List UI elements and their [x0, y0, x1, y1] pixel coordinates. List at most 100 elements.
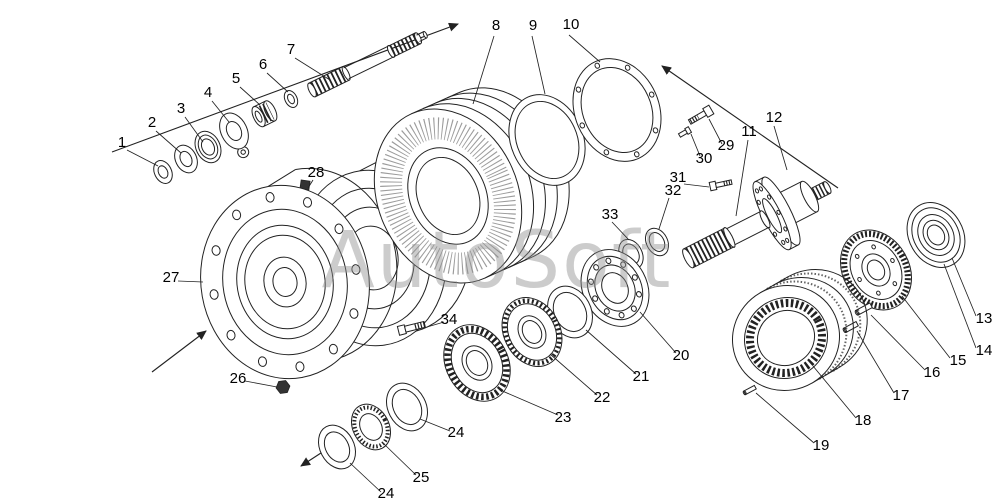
- callout-26: 26: [230, 370, 247, 387]
- callout-21: 21: [633, 368, 650, 385]
- leader-29: [708, 118, 723, 145]
- part-5-splined-bushing: [251, 100, 278, 128]
- callout-19: 19: [813, 437, 830, 454]
- callout-32: 32: [665, 182, 682, 199]
- callout-1: 1: [118, 134, 126, 151]
- callout-11: 11: [741, 123, 757, 140]
- leader-16: [870, 314, 926, 371]
- leader-26: [244, 380, 278, 388]
- leader-19: [755, 392, 815, 444]
- callout-29: 29: [718, 137, 735, 154]
- leader-32: [658, 197, 670, 230]
- leader-28: [307, 179, 314, 189]
- callout-9: 9: [529, 17, 537, 34]
- part-1-washer: [153, 160, 173, 184]
- leader-8: [472, 35, 495, 105]
- callout-34: 34: [441, 311, 458, 328]
- leader-14: [943, 263, 977, 349]
- leader-2: [155, 130, 182, 154]
- callout-labels: 1 2 3 4 5 6 7 8 9 10 11 12 13 14 15 16 1…: [118, 16, 993, 502]
- part-6-ring: [283, 89, 299, 109]
- part-16-pin: [854, 302, 873, 316]
- callout-13: 13: [976, 310, 993, 327]
- callout-8: 8: [492, 17, 500, 34]
- part-25-lock-washer: [351, 403, 391, 451]
- part-24-washer-upper: [386, 382, 428, 432]
- part-27-hub-housing: [200, 167, 398, 380]
- part-18-ring-gear-drum: [731, 269, 868, 392]
- leader-7: [294, 57, 331, 81]
- callout-12: 12: [766, 109, 783, 126]
- leader-10: [568, 34, 601, 63]
- part-10-gasket: [572, 58, 662, 162]
- callout-10: 10: [563, 16, 580, 33]
- part-23-roller-bearing: [443, 324, 511, 402]
- part-13-14-bearing-rings: [906, 202, 966, 268]
- leader-11: [735, 139, 749, 217]
- part-8-brake-drum: [373, 87, 570, 284]
- leader-17: [856, 330, 895, 394]
- leader-6: [266, 72, 289, 93]
- callout-31: 31: [670, 169, 687, 186]
- callout-23: 23: [555, 409, 572, 426]
- leader-9: [531, 35, 546, 95]
- leader-34: [426, 321, 445, 328]
- part-15-toothed-disc: [840, 229, 912, 311]
- callout-14: 14: [976, 342, 993, 359]
- leader-5: [239, 86, 261, 106]
- part-3-seal: [194, 130, 222, 164]
- leader-30: [690, 133, 701, 157]
- part-11-splined-shaft: [682, 210, 771, 269]
- part-7-splined-shaft: [307, 31, 428, 98]
- part-32-snap-ring: [644, 227, 670, 257]
- callout-25: 25: [413, 469, 430, 486]
- leader-23: [499, 389, 559, 416]
- part-29-bolt: [687, 104, 715, 125]
- callout-30: 30: [696, 150, 713, 167]
- callout-27: 27: [163, 269, 180, 286]
- part-4-retainer-plate: [219, 112, 250, 159]
- callout-16: 16: [924, 364, 941, 381]
- leader-13: [951, 257, 977, 317]
- part-22-bearing: [501, 297, 563, 367]
- leader-lines: [126, 34, 977, 493]
- callout-2: 2: [148, 114, 156, 131]
- part-26-nut: [275, 380, 291, 394]
- part-9-gasket: [508, 94, 586, 186]
- callout-24-upper: 24: [448, 424, 465, 441]
- arrow-top-right: [661, 65, 839, 189]
- leader-33: [611, 221, 630, 241]
- callout-6: 6: [259, 56, 267, 73]
- leader-15: [901, 295, 951, 359]
- leader-24-lower: [349, 462, 382, 493]
- callout-7: 7: [287, 41, 295, 58]
- callout-22: 22: [594, 389, 611, 406]
- part-24-washer-lower: [318, 424, 356, 470]
- leader-27: [177, 280, 204, 283]
- leader-31: [683, 183, 710, 188]
- callout-33: 33: [602, 206, 619, 223]
- leader-12: [773, 125, 788, 171]
- part-30-stud: [677, 126, 693, 138]
- callout-4: 4: [204, 84, 212, 101]
- callout-5: 5: [232, 70, 240, 87]
- leader-25: [383, 443, 417, 476]
- callout-20: 20: [673, 347, 690, 364]
- callout-24-lower: 24: [378, 485, 395, 502]
- part-34-bolt: [396, 320, 427, 336]
- part-19-pin: [742, 384, 757, 396]
- leader-1: [126, 149, 159, 167]
- part-17-pin: [842, 320, 859, 334]
- part-31-bolt: [708, 179, 733, 192]
- part-12-flange-hub: [752, 176, 832, 251]
- callout-17: 17: [893, 387, 910, 404]
- leader-22: [549, 353, 598, 396]
- leader-20: [639, 311, 677, 354]
- arrow-mid-left: [151, 330, 207, 373]
- callout-15: 15: [950, 352, 967, 369]
- leader-21: [585, 329, 637, 375]
- leader-18: [812, 365, 857, 419]
- callout-3: 3: [177, 100, 185, 117]
